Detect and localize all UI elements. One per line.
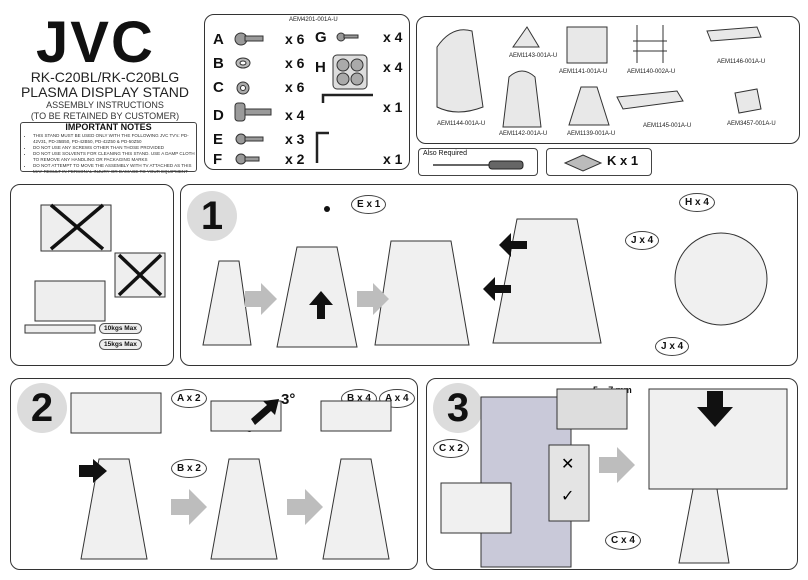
cloth-icon [563, 154, 603, 172]
column-icon [568, 86, 610, 126]
correct-icon: ✓ [561, 486, 574, 505]
assembly-label: ASSEMBLY INSTRUCTIONS [46, 100, 164, 110]
step-3-number: 3 [433, 383, 483, 433]
component-illustrations [436, 25, 762, 128]
weight-limit-1: 10kgs Max [99, 323, 142, 334]
part-letter-b: B [213, 55, 224, 72]
step-3-illustration: ✕ ✓ [440, 388, 788, 568]
part-qty-d: x 4 [285, 107, 305, 123]
up-arrow-icon [309, 291, 333, 319]
step-1-number: 1 [187, 191, 237, 241]
notes-title: IMPORTANT NOTES [65, 122, 152, 132]
left-arrow-icon [499, 233, 527, 257]
note-item: DO NOT USE ANY SCREWS OTHER THAN THOSE P… [33, 145, 196, 151]
also-required-box: Also Required [418, 148, 538, 176]
shell-icon [436, 29, 484, 113]
note-item: DO NOT ATTEMPT TO MOVE THE ASSEMBLY WITH… [33, 163, 196, 175]
notes-list: THIS STAND MUST BE USED ONLY WITH THE FO… [25, 133, 196, 175]
component-parts-panel: AEM1143-001A-U AEM1141-001A-U AEM1140-00… [416, 16, 800, 144]
assembly-subtitle: ASSEMBLY INSTRUCTIONS (TO BE RETAINED BY… [10, 100, 200, 122]
part-number: AEM1143-001A-U [509, 53, 558, 59]
note-item: THIS STAND MUST BE USED ONLY WITH THE FO… [33, 133, 196, 145]
part-letter-f: F [213, 151, 223, 168]
hardware-illustrations [234, 32, 373, 165]
brand-logo: JVC [36, 10, 155, 75]
angle-3: 3° [281, 391, 296, 408]
warning-panel: 10kgs Max 15kgs Max [10, 184, 174, 366]
weight-limit-2: 15kgs Max [99, 339, 142, 350]
plate-icon [706, 26, 762, 42]
part-number: AEM1144-001A-U [437, 121, 486, 127]
part-qty-a: x 6 [285, 31, 305, 47]
part-letter-h: H [315, 59, 326, 76]
part-letter-e: E [213, 131, 224, 148]
retain-label: (TO BE RETAINED BY CUSTOMER) [30, 111, 180, 121]
hardware-parts-panel: AEM4201-001A-U A B C D E F x 6 x 6 x 6 x… [204, 14, 410, 170]
step-1-illustration [202, 206, 768, 348]
important-notes: IMPORTANT NOTES THIS STAND MUST BE USED … [20, 122, 197, 175]
bracket-icon [512, 26, 540, 48]
rail-icon [734, 88, 762, 114]
part-qty-b: x 6 [285, 55, 305, 71]
part-qty-h: x 4 [383, 59, 403, 75]
callout-h: H x 4 [679, 193, 715, 212]
cone-icon [202, 260, 252, 346]
callout-j: J x 4 [625, 231, 660, 250]
hexkey-small-icon [315, 131, 329, 163]
callout-c: C x 2 [433, 439, 469, 458]
callout-c-4: C x 4 [605, 531, 641, 550]
part-number: AEM3457-001A-U [727, 121, 776, 127]
step-2-illustration [70, 392, 392, 560]
part-qty-f: x 2 [285, 151, 305, 167]
part-number: AEM1139-001A-U [567, 131, 616, 137]
callout-b: B x 2 [171, 459, 207, 478]
part-letter-d: D [213, 107, 224, 124]
product-name: PLASMA DISPLAY STAND [20, 84, 190, 100]
part-letter-a: A [213, 31, 224, 48]
wrong-icon: ✕ [561, 454, 574, 473]
part-qty-hexkey-large: x 1 [383, 99, 403, 115]
model-title: RK-C20BL/RK-C20BLG PLASMA DISPLAY STAND [10, 70, 200, 100]
bag-part-number: AEM4201-001A-U [289, 17, 338, 23]
part-number: AEM1142-001A-U [499, 131, 548, 137]
cloth-qty: K x 1 [607, 153, 639, 168]
hexkey-large-icon [321, 93, 373, 103]
part-letter-g: G [315, 29, 327, 46]
also-required-label: Also Required [423, 150, 467, 157]
part-qty-c: x 6 [285, 79, 305, 95]
stand-column-icon [80, 458, 148, 560]
part-qty-e: x 3 [285, 131, 305, 147]
part-number: AEM1141-001A-U [559, 69, 608, 75]
note-item: DO NOT USE SOLVENTS FOR CLEANING THIS ST… [33, 151, 196, 163]
part-qty-g: x 4 [383, 29, 403, 45]
screwdriver-icon [433, 160, 524, 170]
step-1-panel: 1 E x 1 J x 4 H x 4 J x 4 [180, 184, 798, 366]
cloth-box: K x 1 [546, 148, 652, 176]
part-number: AEM1146-001A-U [717, 59, 766, 65]
model-number: RK-C20BL/RK-C20BLG [30, 69, 180, 85]
callout-j-lower: J x 4 [655, 337, 690, 356]
step-2-panel: 2 A x 2 B x 2 B x 4 A x 4 3° 6° [10, 378, 418, 570]
part-number: AEM1145-001A-U [643, 123, 692, 129]
callout-a: A x 2 [171, 389, 207, 408]
callout-e: E x 1 [351, 195, 387, 214]
gap-detail-icon [556, 388, 628, 430]
panel-icon [566, 26, 608, 64]
step-3-panel: 3 C x 2 C x 4 5 ~ 7 mm ✕ ✓ [426, 378, 798, 570]
part-qty-hexkey-small: x 1 [383, 151, 403, 167]
part-letter-c: C [213, 79, 224, 96]
next-arrow-icon [245, 283, 277, 315]
down-arrow-icon [697, 391, 733, 427]
bracket-frame-icon [70, 392, 162, 434]
warning-illustrations [24, 203, 166, 334]
step-2-number: 2 [17, 383, 67, 433]
screw-icon [324, 206, 330, 212]
part-number: AEM1140-002A-U [627, 69, 676, 75]
